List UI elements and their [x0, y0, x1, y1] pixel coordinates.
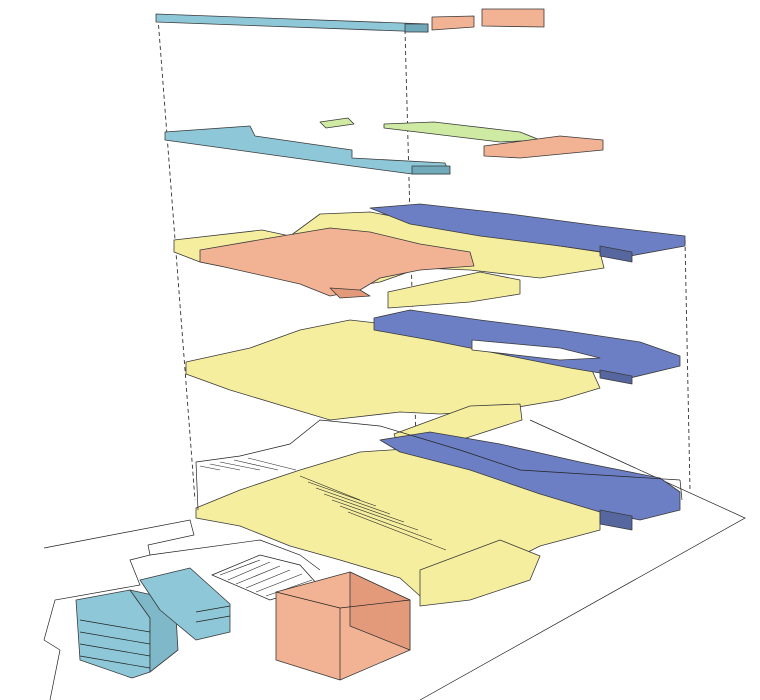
- level3-peach-block: [199, 227, 475, 297]
- roof-slab-blue: [155, 13, 429, 33]
- upper-slab-blue: [164, 125, 451, 175]
- context-block-back: [139, 567, 231, 641]
- upper-block-peach: [483, 135, 604, 159]
- context-building-peach: [275, 571, 411, 681]
- stair-outline: [195, 419, 683, 511]
- context-building-blue: [75, 567, 231, 679]
- roof-block-peach-1: [431, 15, 475, 31]
- level2-blue-block: [373, 309, 681, 379]
- upper-level: [164, 117, 604, 175]
- stair-hatching: [199, 457, 447, 551]
- ground-level: [195, 419, 683, 607]
- level3-blue-block: [369, 203, 686, 257]
- roof-level: [155, 8, 545, 33]
- roof-block-peach-2: [481, 8, 545, 28]
- upper-block-green-1: [319, 117, 355, 129]
- ground-blue-block: [379, 431, 681, 521]
- site-ramp: [211, 554, 319, 601]
- site-outline: [43, 419, 746, 700]
- context-block-front: [75, 589, 151, 679]
- level2-opening: [471, 339, 601, 361]
- level-2: [185, 309, 681, 451]
- upper-block-green-2: [383, 121, 541, 143]
- level-3: [173, 203, 686, 309]
